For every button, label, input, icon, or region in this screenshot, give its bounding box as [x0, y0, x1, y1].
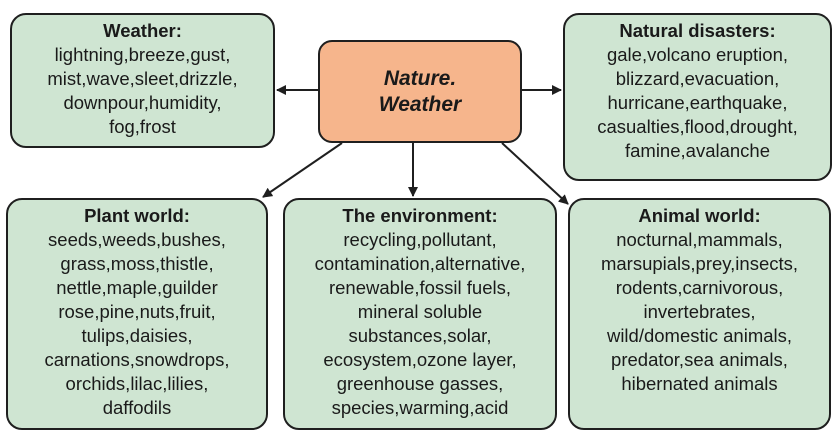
environment-line: species,warming,acid [331, 397, 509, 418]
arrow-to-animal [501, 142, 569, 205]
weather-line: mist,wave,sleet,drizzle, [47, 68, 238, 89]
plant-world-line: daffodils [102, 397, 172, 418]
natural-disasters-line: blizzard,evacuation, [615, 68, 780, 89]
natural-disasters-line: famine,avalanche [624, 140, 770, 161]
animal-world-box: Animal world: nocturnal,mammals, marsupi… [568, 198, 831, 430]
natural-disasters-line: gale,volcano eruption, [606, 44, 789, 65]
animal-world-line: invertebrates, [643, 301, 756, 322]
environment-line: substances,solar, [348, 325, 492, 346]
natural-disasters-title: Natural disasters: [619, 20, 776, 41]
plant-world-line: carnations,snowdrops, [44, 349, 230, 370]
center-topic: Nature. Weather [318, 40, 522, 143]
natural-disasters-box: Natural disasters: gale,volcano eruption… [563, 13, 832, 181]
weather-box: Weather: lightning,breeze,gust, mist,wav… [10, 13, 275, 148]
environment-line: greenhouse gasses, [336, 373, 504, 394]
plant-world-line: orchids,lilac,lilies, [65, 373, 209, 394]
environment-line: contamination,alternative, [314, 253, 526, 274]
animal-world-line: hibernated animals [621, 373, 778, 394]
center-title-line: Weather [378, 92, 462, 116]
weather-title: Weather: [103, 20, 182, 41]
plant-world-line: rose,pine,nuts,fruit, [58, 301, 216, 322]
plant-world-box: Plant world: seeds,weeds,bushes, grass,m… [6, 198, 268, 430]
animal-world-title: Animal world: [638, 205, 761, 226]
plant-world-line: seeds,weeds,bushes, [48, 229, 226, 250]
arrow-to-plant [262, 142, 343, 198]
environment-line: renewable,fossil fuels, [328, 277, 511, 298]
environment-line: recycling,pollutant, [343, 229, 497, 250]
plant-world-line: nettle,maple,guilder [56, 277, 218, 298]
environment-title: The environment: [342, 205, 498, 226]
environment-line: mineral soluble [357, 301, 483, 322]
environment-line: ecosystem,ozone layer, [323, 349, 517, 370]
natural-disasters-line: casualties,flood,drought, [597, 116, 798, 137]
environment-box: The environment: recycling,pollutant, co… [283, 198, 557, 430]
animal-world-line: wild/domestic animals, [606, 325, 793, 346]
animal-world-line: marsupials,prey,insects, [600, 253, 799, 274]
animal-world-line: nocturnal,mammals, [616, 229, 783, 250]
plant-world-line: tulips,daisies, [81, 325, 193, 346]
weather-line: fog,frost [109, 116, 176, 137]
center-title-line: Nature. [383, 66, 457, 90]
animal-world-line: predator,sea animals, [611, 349, 788, 370]
weather-line: lightning,breeze,gust, [54, 44, 231, 65]
plant-world-title: Plant world: [84, 205, 190, 226]
plant-world-line: grass,moss,thistle, [60, 253, 214, 274]
animal-world-line: rodents,carnivorous, [615, 277, 784, 298]
natural-disasters-line: hurricane,earthquake, [607, 92, 788, 113]
weather-line: downpour,humidity, [63, 92, 222, 113]
